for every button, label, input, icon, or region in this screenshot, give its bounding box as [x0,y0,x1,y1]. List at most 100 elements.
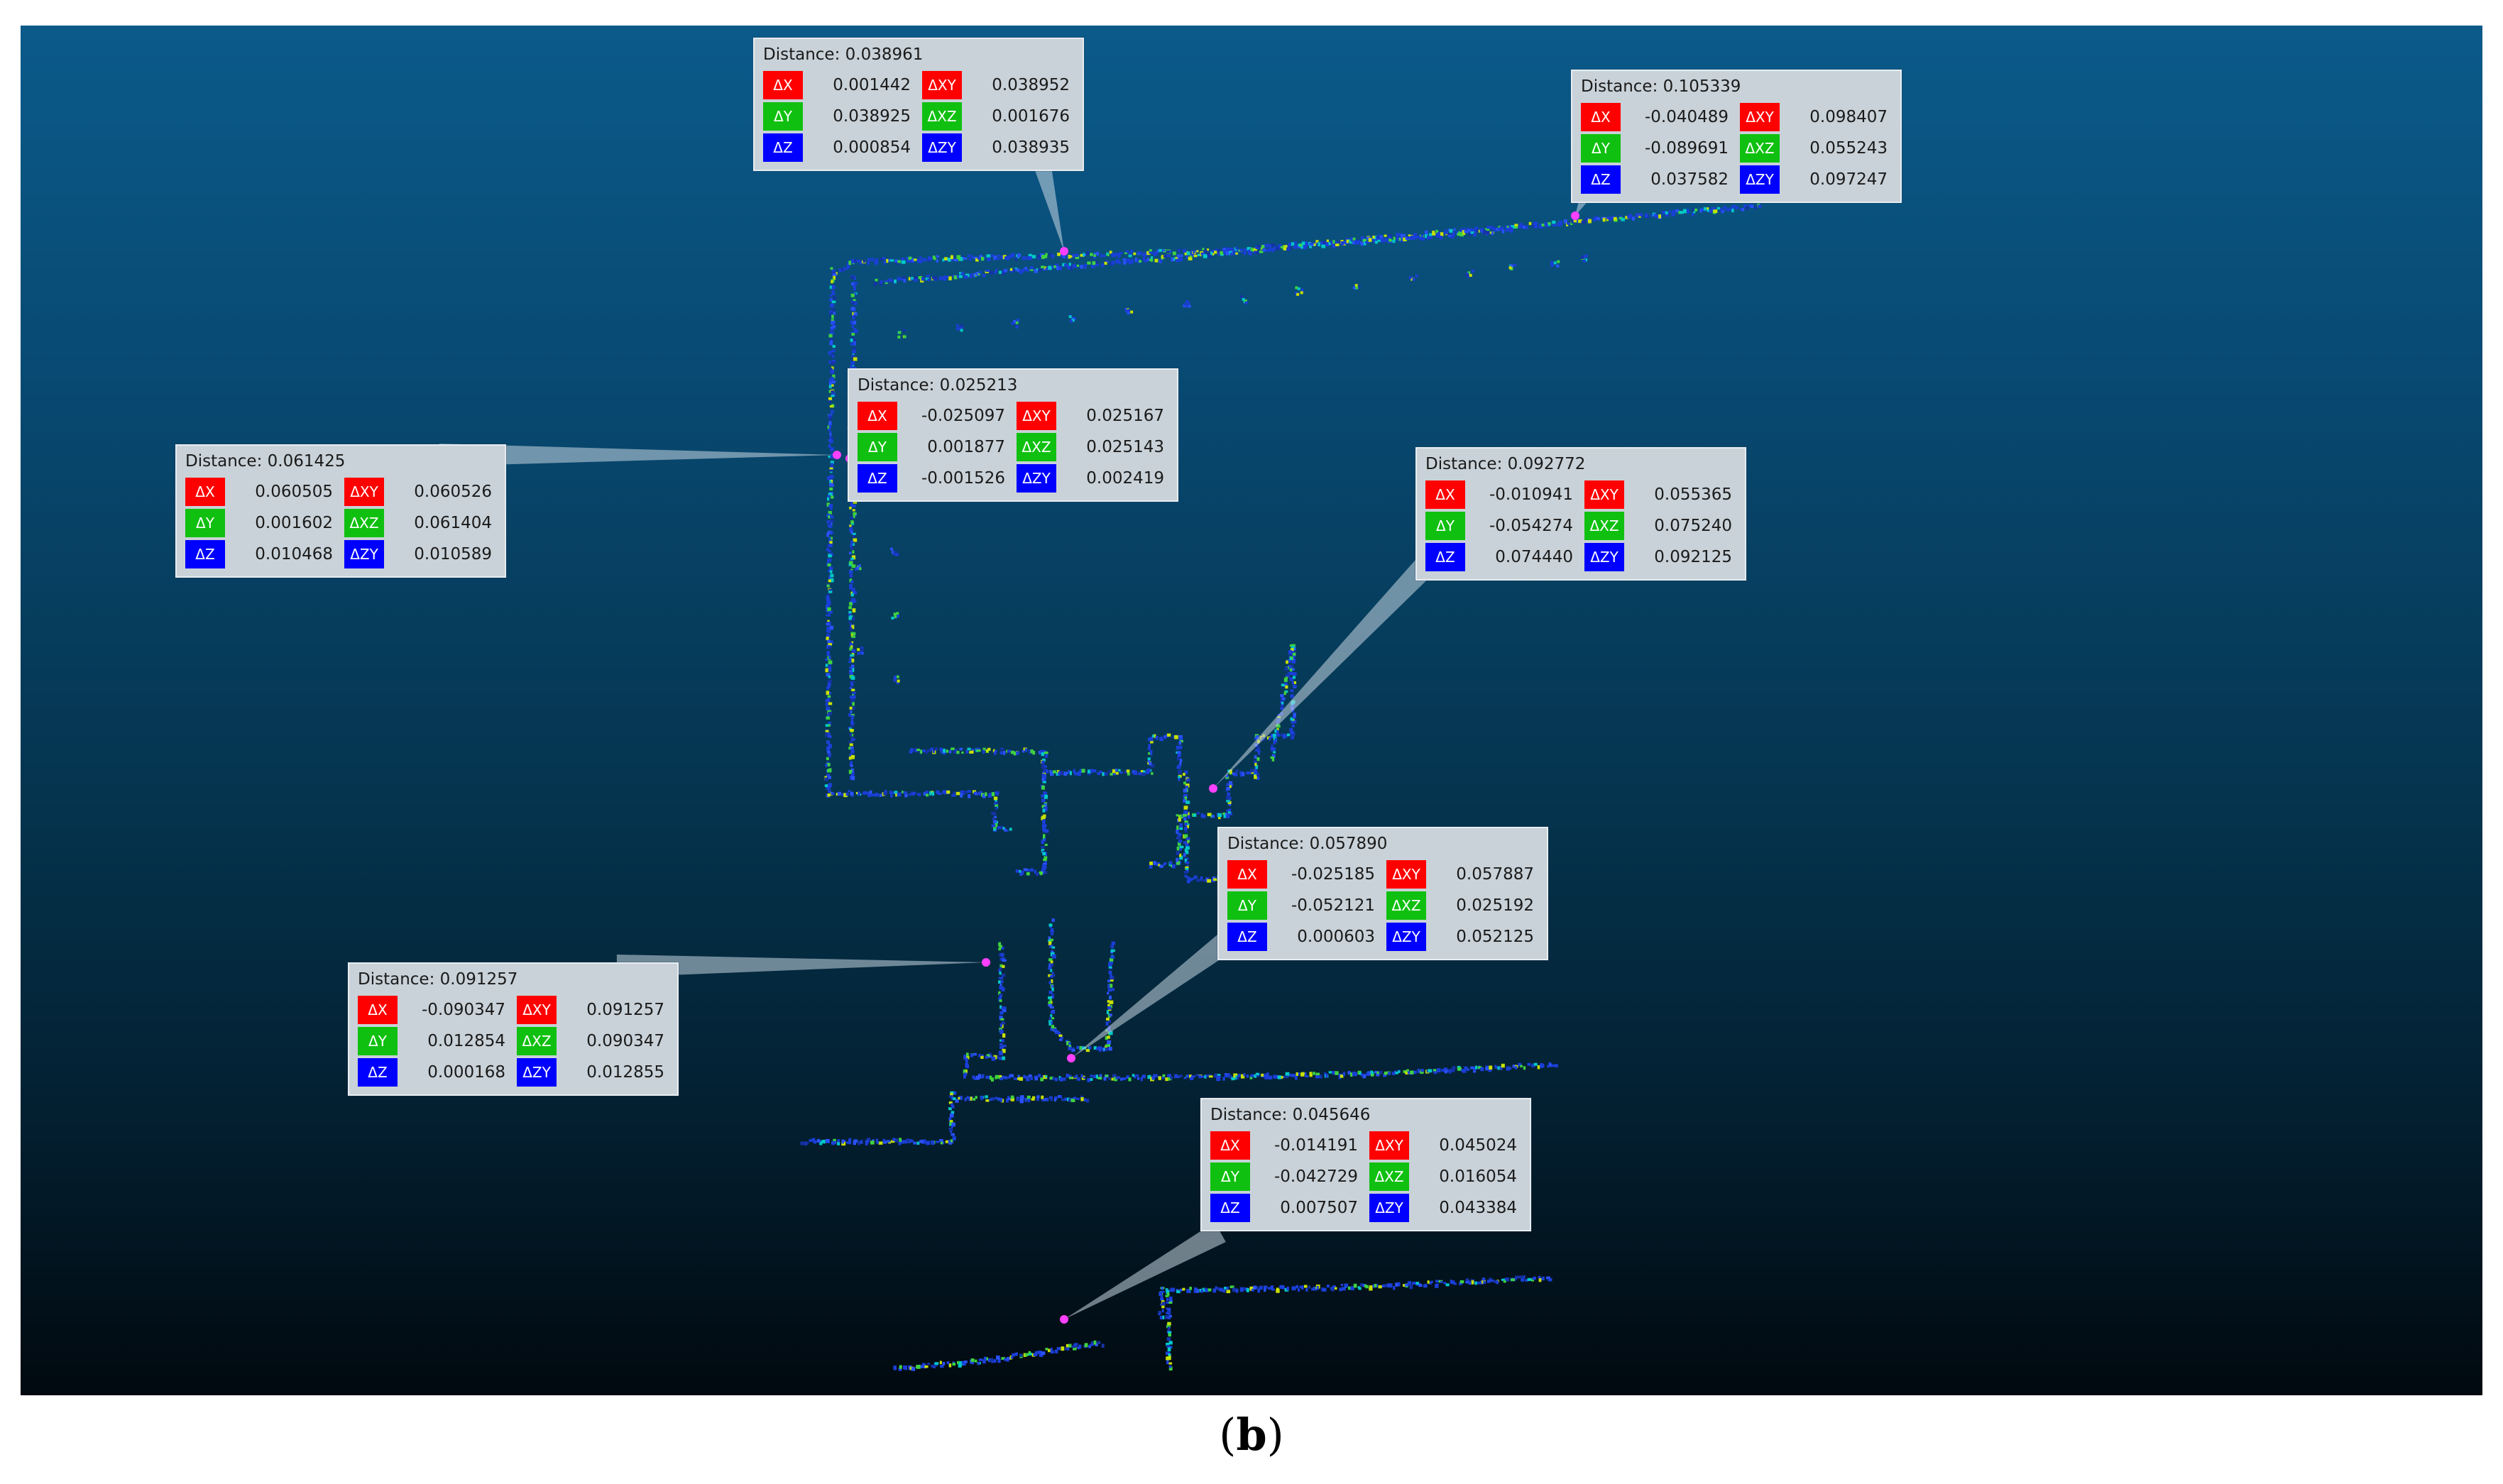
dz-tag: ΔZ [1227,923,1267,951]
measurement-leader [1071,932,1234,1058]
dzy-value: 0.052125 [1456,928,1534,946]
dzy-value: 0.092125 [1654,548,1732,566]
measurement-leader [1213,556,1435,788]
dz-tag: ΔZ [1581,165,1621,194]
measurement-leader [439,444,837,466]
dxy-value: 0.025167 [1086,407,1164,425]
dxy-value: 0.038952 [992,76,1070,94]
dzy-tag: ΔZY [1017,464,1056,493]
dxz-value: 0.025192 [1456,896,1534,915]
dxy-value: 0.057887 [1456,865,1534,884]
dzy-tag: ΔZY [1386,923,1426,951]
distance-title: Distance: 0.061425 [185,452,346,471]
measurement-point[interactable] [1060,1315,1068,1324]
measurement-point[interactable] [1209,784,1217,793]
dz-tag: ΔZ [358,1058,398,1087]
distance-title: Distance: 0.091257 [358,970,518,989]
dxy-value: 0.098407 [1809,108,1888,126]
dxy-tag: ΔXY [1584,480,1624,509]
measurement-leader [1064,1222,1226,1319]
dy-value: 0.038925 [833,107,911,126]
dy-tag: ΔY [185,509,225,537]
dxz-tag: ΔXZ [344,509,384,537]
dy-tag: ΔY [1425,512,1465,540]
dx-tag: ΔX [1425,480,1465,509]
dz-value: 0.037582 [1650,170,1729,189]
dx-value: -0.040489 [1644,108,1729,126]
dx-value: 0.060505 [255,483,333,501]
dxy-tag: ΔXY [344,478,384,506]
measurement-point[interactable] [982,958,990,967]
dxy-tag: ΔXY [1740,103,1780,131]
measurement-point[interactable] [1060,247,1068,255]
dy-tag: ΔY [1227,891,1267,920]
dxy-value: 0.060526 [414,483,492,501]
dzy-tag: ΔZY [922,133,962,162]
dxz-value: 0.025143 [1086,438,1164,456]
dzy-tag: ΔZY [1584,543,1624,571]
dx-value: -0.010941 [1489,485,1573,504]
dz-value: 0.007507 [1280,1199,1358,1217]
measurement-leader [616,955,986,977]
measurement-point[interactable] [833,451,841,459]
dxz-tag: ΔXZ [1369,1163,1409,1191]
dxz-tag: ΔXZ [1584,512,1624,540]
measurement-point[interactable] [1571,211,1579,220]
figure-caption: (b) [1219,1409,1284,1461]
dzy-value: 0.012855 [586,1063,664,1082]
dx-tag: ΔX [858,402,897,430]
dzy-value: 0.038935 [992,138,1070,157]
dzy-tag: ΔZY [1740,165,1780,194]
dz-value: 0.000168 [427,1063,505,1082]
dx-tag: ΔX [1227,860,1267,889]
dy-tag: ΔY [1210,1163,1250,1191]
dy-tag: ΔY [763,102,803,131]
dz-value: 0.074440 [1495,548,1573,566]
dz-tag: ΔZ [858,464,897,493]
dx-tag: ΔX [1210,1131,1250,1160]
measurement-point[interactable] [1067,1054,1075,1062]
distance-title: Distance: 0.092772 [1425,455,1586,473]
dxz-value: 0.001676 [992,107,1070,126]
dx-value: 0.001442 [833,76,911,94]
dxz-tag: ΔXZ [517,1027,557,1055]
dx-value: -0.014191 [1274,1136,1358,1155]
dxy-value: 0.091257 [586,1001,664,1019]
point-cloud-scan [439,136,1762,1371]
dzy-value: 0.043384 [1439,1199,1517,1217]
distance-title: Distance: 0.057890 [1227,835,1388,853]
dxy-tag: ΔXY [1386,860,1426,889]
dz-tag: ΔZ [763,133,803,162]
dx-value: -0.025097 [921,407,1005,425]
dz-tag: ΔZ [1210,1194,1250,1222]
dzy-tag: ΔZY [517,1058,557,1087]
dxz-value: 0.075240 [1654,517,1732,535]
distance-title: Distance: 0.105339 [1581,77,1741,96]
dzy-tag: ΔZY [1369,1194,1409,1222]
dxz-tag: ΔXZ [1386,891,1426,920]
dxy-tag: ΔXY [1369,1131,1409,1160]
distance-title: Distance: 0.045646 [1210,1106,1371,1124]
dxy-tag: ΔXY [1017,402,1056,430]
dzy-value: 0.002419 [1086,469,1164,488]
dxz-tag: ΔXZ [1740,134,1780,163]
dxz-value: 0.055243 [1809,139,1888,158]
dy-tag: ΔY [358,1027,398,1055]
dx-tag: ΔX [358,996,398,1024]
dxy-value: 0.045024 [1439,1136,1517,1155]
